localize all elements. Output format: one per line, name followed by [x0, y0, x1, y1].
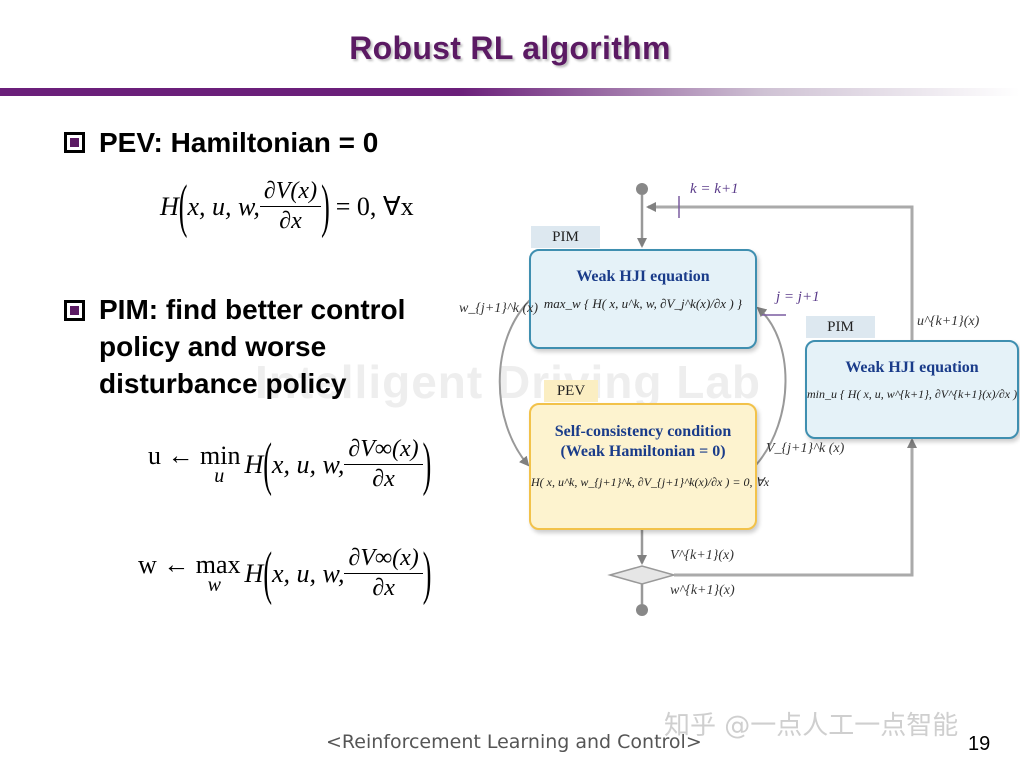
footer-course: <Reinforcement Learning and Control>	[326, 731, 702, 753]
equation-w-update: w ← max w H ( x, u, w, ∂V∞(x) ∂x )	[138, 539, 432, 606]
bullet-pev: PEV: Hamiltonian = 0	[99, 127, 379, 158]
pim-box-right-formula: min_u { H( x, u, w^{k+1}, ∂V^{k+1}(x)/∂x…	[807, 387, 1020, 401]
eq-pev-lhs: H	[160, 191, 179, 221]
arrow-pev-to-pim-j	[755, 306, 787, 466]
watermark: Intelligent Driving Lab	[255, 356, 762, 408]
pim-box-left-title: Weak HJI equation	[576, 268, 710, 285]
pim-box-left: Weak HJI equation max_w { H( x, u^k, w, …	[529, 249, 757, 349]
pev-label: PEV	[544, 380, 598, 402]
end-node	[636, 604, 648, 616]
page-number: 19	[968, 733, 991, 755]
arrow-k-loop	[646, 202, 914, 340]
eq-u-H: H	[244, 449, 264, 479]
annot-w-j1k: w_{j+1}^k (x)	[459, 301, 539, 316]
pim-label-left: PIM	[531, 226, 600, 248]
pim-label-right: PIM	[806, 316, 875, 338]
bullet-square-icon	[64, 132, 85, 153]
eq-w-num: ∂V∞(x)	[344, 545, 423, 574]
bullet-pim-line-3: disturbance policy	[99, 368, 347, 399]
equation-pev: H ( x, u, w, ∂V(x) ∂x ) = 0, ∀x	[160, 172, 414, 239]
annot-j-update: j = j+1	[776, 289, 820, 305]
eq-w-args: x, u, w,	[272, 558, 345, 588]
pev-box-title-1: Self-consistency condition	[554, 423, 732, 440]
pim-box-right-title: Weak HJI equation	[845, 359, 979, 376]
eq-u-sub: u	[214, 465, 225, 487]
eq-u-den: ∂x	[372, 466, 395, 492]
bullet-square-icon	[64, 300, 85, 321]
annot-v-j1k: V_{j+1}^k (x)	[766, 441, 845, 456]
eq-u-args: x, u, w,	[271, 449, 345, 479]
source-watermark: 知乎 @一点人工一点智能	[664, 711, 959, 741]
pim-box-right: Weak HJI equation min_u { H( x, u, w^{k+…	[805, 340, 1020, 439]
eq-pev-args: x, u, w,	[187, 191, 260, 221]
arrow-decision-to-pim-right	[674, 438, 917, 577]
bullet-pim-line-2: policy and worse	[99, 331, 327, 362]
annot-k-update: k = k+1	[690, 181, 739, 197]
eq-w-sub: w	[207, 574, 221, 596]
pim-box-left-formula: max_w { H( x, u^k, w, ∂V_j^k(x)/∂x ) }	[543, 296, 743, 311]
arrow-pim-to-pev	[498, 299, 531, 467]
eq-w-lhs: w ← max	[138, 550, 241, 579]
eq-pev-rhs: = 0, ∀x	[335, 191, 414, 221]
decision-diamond	[607, 565, 677, 585]
pev-box-formula: H( x, u^k, w_{j+1}^k, ∂V_{j+1}^k(x)/∂x )…	[531, 475, 770, 489]
eq-pev-num: ∂V(x)	[259, 178, 322, 207]
eq-u-num: ∂V∞(x)	[344, 436, 423, 465]
eq-w-H: H	[244, 558, 264, 588]
title-divider	[0, 88, 1020, 96]
eq-u-lhs: u ← min	[148, 441, 241, 470]
start-node	[636, 183, 648, 195]
pev-box-title-2: (Weak Hamiltonian = 0)	[560, 443, 726, 460]
bullet-pim: PIM: find better control policy and wors…	[99, 291, 405, 402]
bullet-pim-line-1: PIM: find better control	[99, 294, 406, 325]
annot-w-k1: w^{k+1}(x)	[670, 583, 735, 598]
annot-v-k1: V^{k+1}(x)	[670, 548, 734, 563]
eq-w-den: ∂x	[372, 575, 395, 601]
annot-u-k1: u^{k+1}(x)	[917, 314, 980, 329]
equation-u-update: u ← min u H ( x, u, w, ∂V∞(x) ∂x )	[148, 430, 432, 497]
eq-pev-den: ∂x	[279, 208, 302, 234]
slide-title: Robust RL algorithm	[349, 30, 671, 66]
pev-box: Self-consistency condition (Weak Hamilto…	[529, 403, 770, 530]
